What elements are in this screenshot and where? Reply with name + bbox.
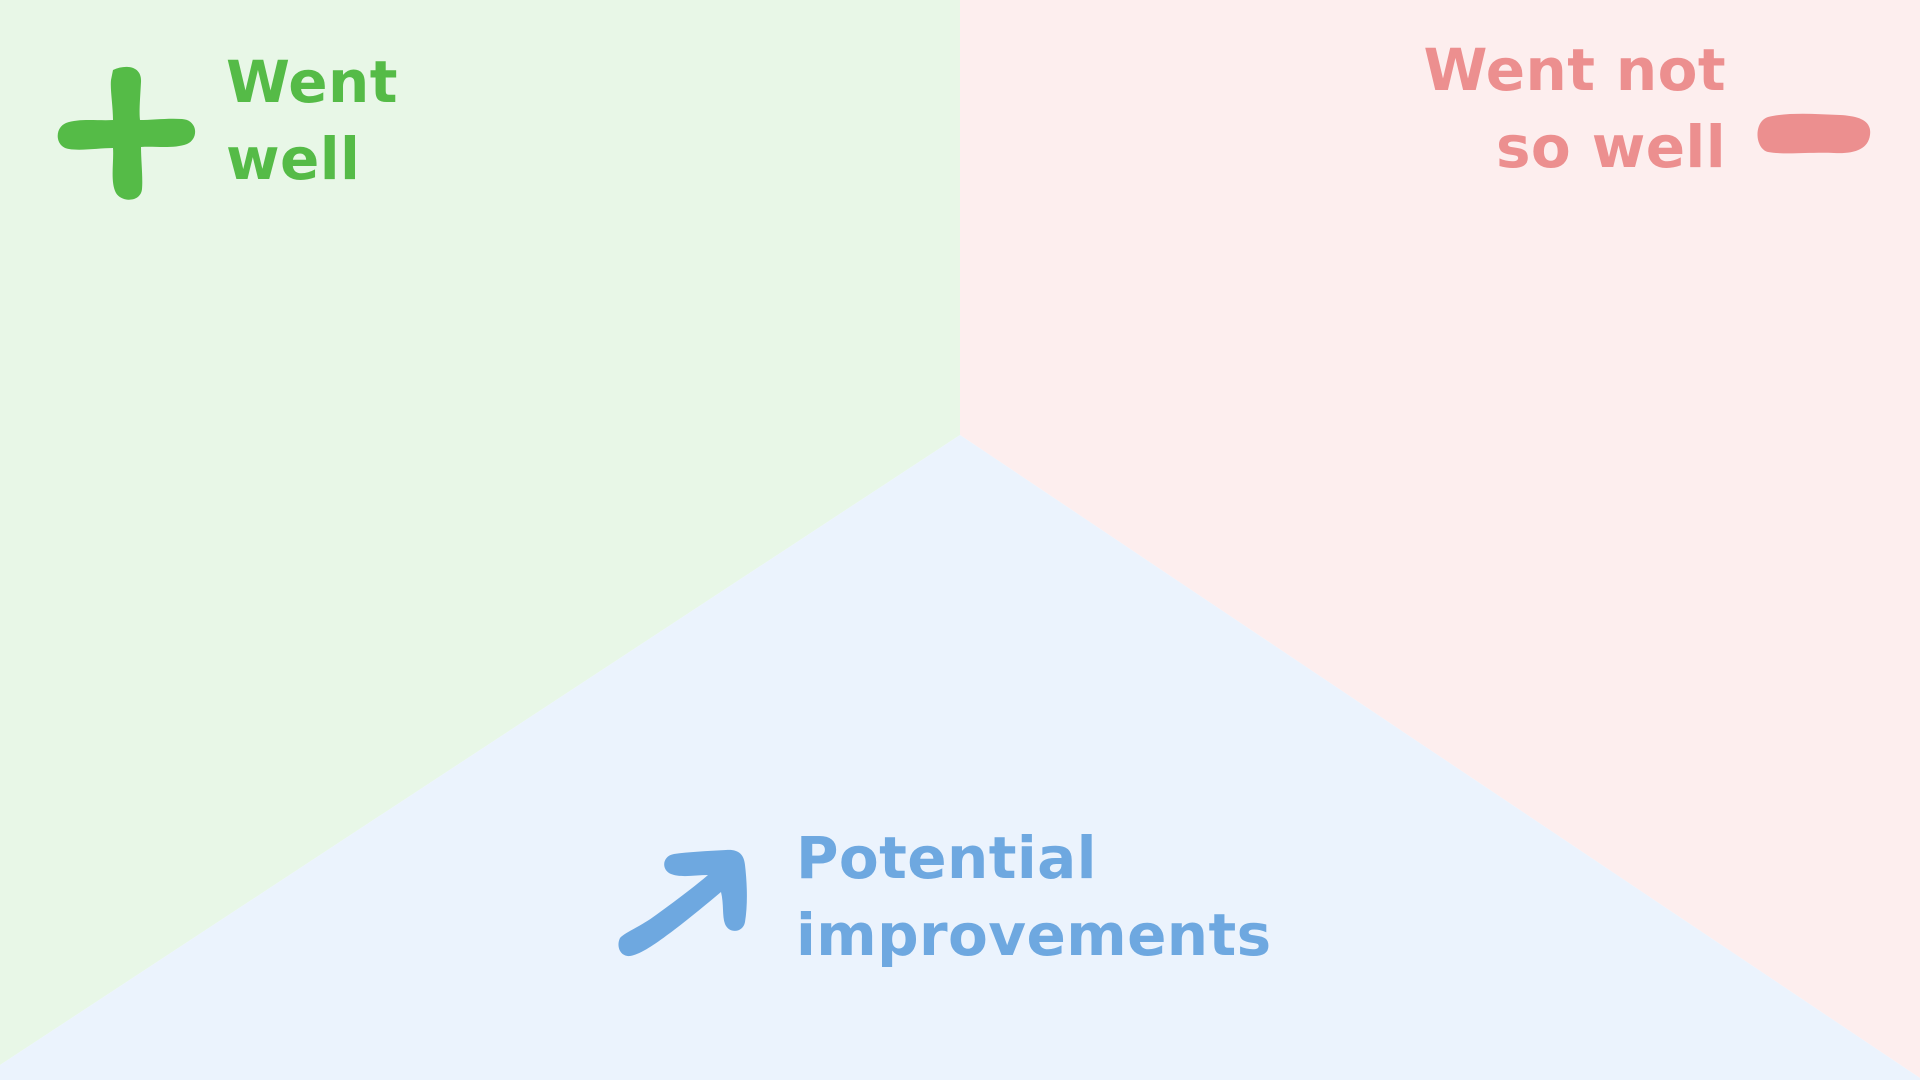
column-header-potential-improvements[interactable]: Potential improvements xyxy=(612,820,1272,973)
plus-icon xyxy=(57,66,196,200)
minus-icon xyxy=(1757,113,1871,154)
column-header-went-not-so-well[interactable]: Went not so well xyxy=(1423,32,1872,185)
column-title-potential-improvements: Potential improvements xyxy=(796,824,1272,969)
column-title-went-well: Went well xyxy=(226,48,398,193)
column-title-went-not-so-well: Went not so well xyxy=(1423,36,1726,181)
column-header-went-well[interactable]: Went well xyxy=(56,44,398,202)
arrow-up-right-icon xyxy=(618,849,747,956)
